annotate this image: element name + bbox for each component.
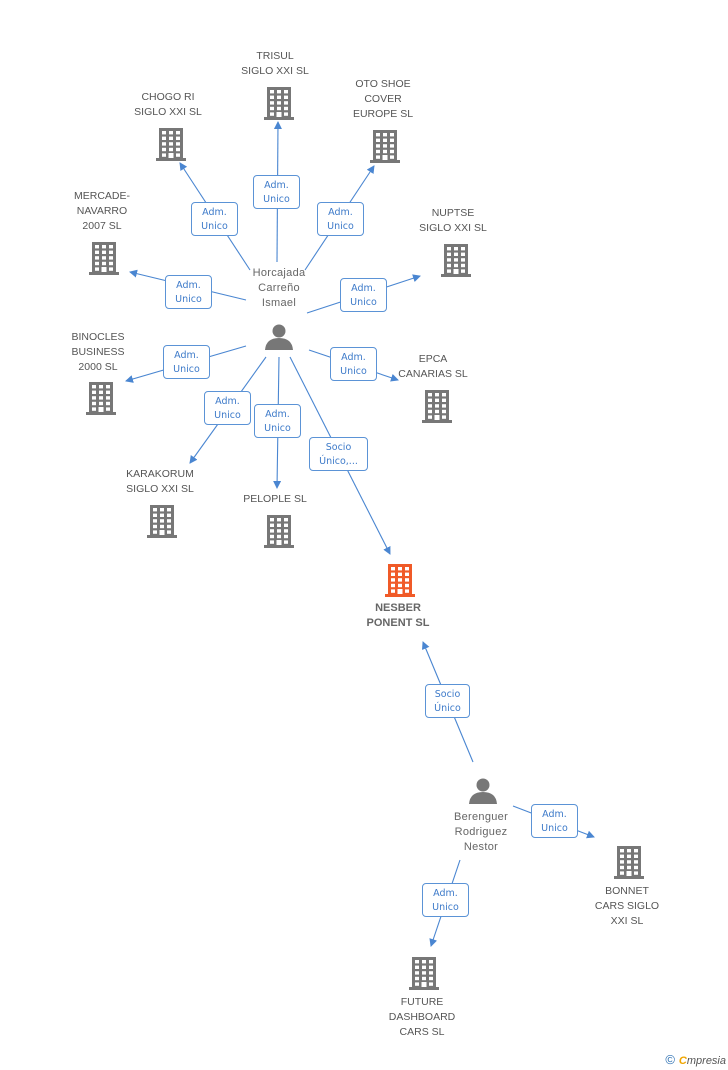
company-name[interactable]: KARAKORUM SIGLO XXI SL: [126, 468, 194, 495]
edge-role-label[interactable]: Adm. Unico: [330, 347, 377, 381]
company-building-icon[interactable]: [147, 505, 177, 538]
company-building-icon[interactable]: [370, 130, 400, 163]
company-building-icon[interactable]: [409, 957, 439, 990]
company-building-icon[interactable]: [89, 242, 119, 275]
edge-role-label[interactable]: Socio Único,...: [309, 437, 368, 471]
brand-name: mpresia: [686, 1055, 726, 1067]
copyright-symbol: ©: [665, 1052, 675, 1067]
edge-role-label[interactable]: Adm. Unico: [531, 804, 578, 838]
edge-role-label[interactable]: Adm. Unico: [163, 345, 210, 379]
person-name[interactable]: Berenguer Rodriguez Nestor: [453, 811, 509, 853]
brand-initial: C: [678, 1055, 687, 1067]
edge-role-label[interactable]: Adm. Unico: [422, 883, 469, 917]
person-icon[interactable]: [469, 778, 497, 805]
edge-role-label[interactable]: Adm. Unico: [254, 404, 301, 438]
focus-company-building-icon[interactable]: [385, 564, 415, 597]
company-name[interactable]: PELOPLE SL: [243, 493, 307, 505]
person-icon[interactable]: [265, 324, 293, 351]
company-name[interactable]: EPCA CANARIAS SL: [398, 353, 468, 380]
company-name[interactable]: FUTURE DASHBOARD CARS SL: [388, 996, 456, 1038]
footer-brand: ©Cmpresia: [665, 1052, 726, 1067]
company-building-icon[interactable]: [264, 87, 294, 120]
company-building-icon[interactable]: [156, 128, 186, 161]
company-name[interactable]: CHOGO RI SIGLO XXI SL: [134, 91, 202, 118]
company-name[interactable]: BONNET CARS SIGLO XXI SL: [594, 885, 660, 927]
edge-role-label[interactable]: Adm. Unico: [191, 202, 238, 236]
company-building-icon[interactable]: [264, 515, 294, 548]
edge-role-label[interactable]: Adm. Unico: [253, 175, 300, 209]
company-name[interactable]: BINOCLES BUSINESS 2000 SL: [71, 331, 125, 373]
focus-company-name[interactable]: NESBER PONENT SL: [366, 602, 430, 629]
edge-role-label[interactable]: Socio Único: [425, 684, 470, 718]
company-building-icon[interactable]: [86, 382, 116, 415]
company-building-icon[interactable]: [441, 244, 471, 277]
edge-role-label[interactable]: Adm. Unico: [165, 275, 212, 309]
company-building-icon[interactable]: [614, 846, 644, 879]
edge-role-label[interactable]: Adm. Unico: [204, 391, 251, 425]
edge-role-label[interactable]: Adm. Unico: [340, 278, 387, 312]
company-building-icon[interactable]: [422, 390, 452, 423]
company-name[interactable]: MERCADE- NAVARRO 2007 SL: [73, 190, 131, 232]
company-name[interactable]: NUPTSE SIGLO XXI SL: [419, 207, 487, 234]
edge-role-label[interactable]: Adm. Unico: [317, 202, 364, 236]
company-name[interactable]: TRISUL SIGLO XXI SL: [241, 50, 309, 77]
company-name[interactable]: OTO SHOE COVER EUROPE SL: [352, 78, 414, 120]
person-name[interactable]: Horcajada Carreño Ismael: [252, 267, 306, 309]
